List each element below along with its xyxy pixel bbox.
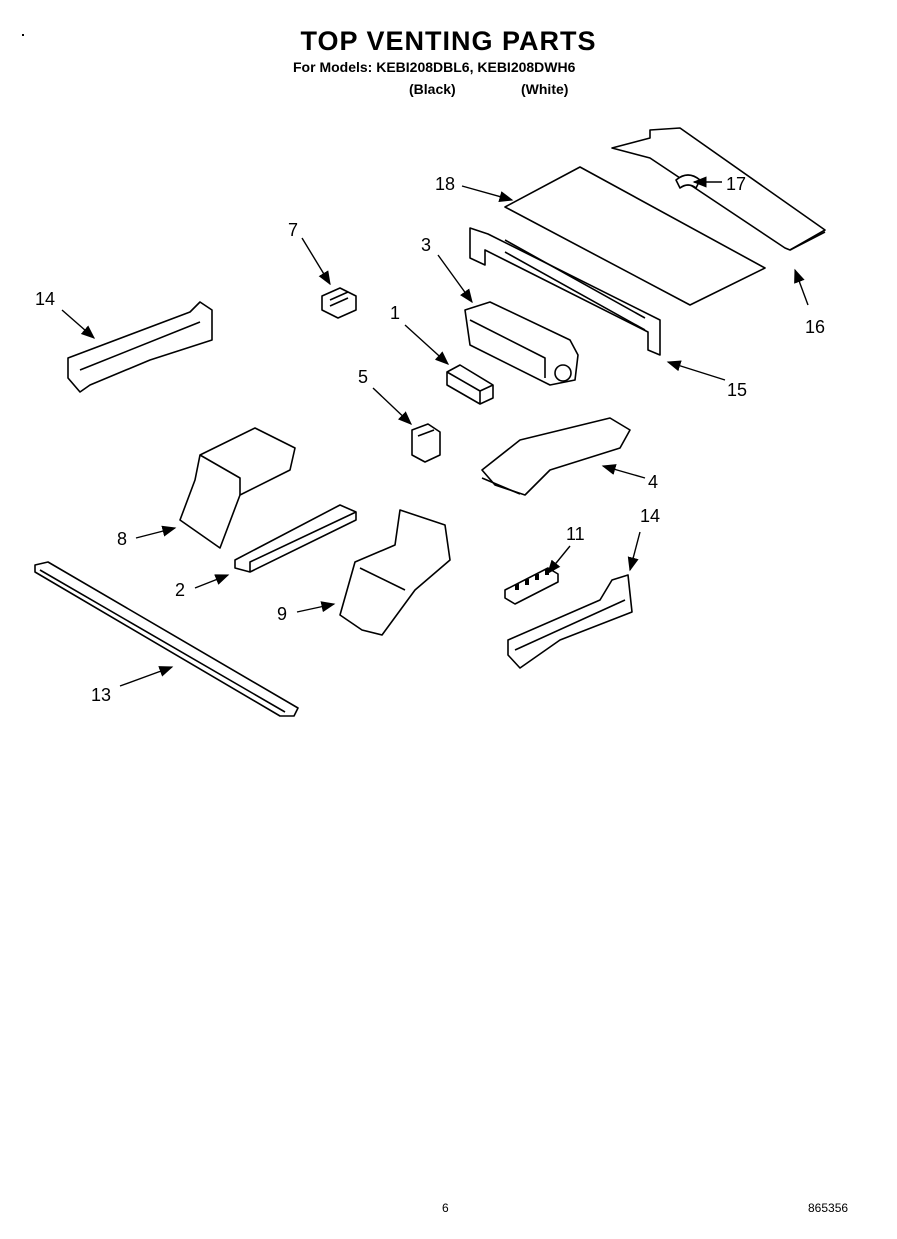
- part-11-terminal-block: [504, 567, 559, 605]
- variant-black-label: (Black): [409, 81, 456, 97]
- part-3-vent-assembly: [464, 301, 579, 386]
- variant-white-label: (White): [521, 81, 569, 97]
- callout-14-right: 14: [640, 506, 661, 526]
- callout-15: 15: [727, 380, 748, 400]
- callout-2: 2: [175, 580, 186, 600]
- callout-8: 8: [117, 529, 128, 549]
- page-number: 6: [442, 1201, 449, 1215]
- page-title: TOP VENTING PARTS: [300, 26, 597, 56]
- part-18-insulation: [504, 166, 766, 306]
- leader-lines: [61, 176, 809, 687]
- callout-14-left: 14: [35, 289, 56, 309]
- callout-3: 3: [421, 235, 432, 255]
- part-1-block: [446, 364, 494, 405]
- part-8-duct: [179, 427, 296, 549]
- callout-9: 9: [277, 604, 288, 624]
- callout-1: 1: [390, 303, 401, 323]
- corner-mark: [22, 34, 24, 36]
- part-4-plate: [481, 417, 631, 496]
- part-13-long-rail: [34, 561, 299, 717]
- callout-13: 13: [91, 685, 112, 705]
- callout-17: 17: [726, 174, 747, 194]
- callout-18: 18: [435, 174, 456, 194]
- callout-11: 11: [566, 524, 585, 544]
- part-9-duct: [339, 509, 451, 636]
- document-number: 865356: [808, 1201, 849, 1215]
- part-5-switch: [411, 423, 441, 463]
- part-14-left-bracket: [67, 301, 213, 393]
- part-7-switch: [321, 287, 357, 319]
- callout-16: 16: [805, 317, 826, 337]
- part-15-vent-bracket: [469, 227, 661, 356]
- part-2-strip: [234, 504, 357, 573]
- part-14-right-bracket: [507, 574, 633, 669]
- callout-5: 5: [358, 367, 369, 387]
- callout-7: 7: [288, 220, 299, 240]
- models-line: For Models: KEBI208DBL6, KEBI208DWH6: [293, 59, 576, 75]
- callout-4: 4: [648, 472, 659, 492]
